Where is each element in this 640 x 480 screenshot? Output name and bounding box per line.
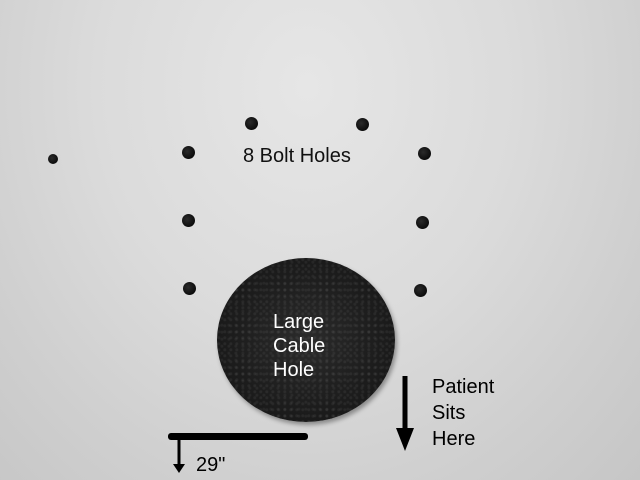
reference-edge-bar bbox=[168, 433, 308, 440]
bolt-hole bbox=[183, 282, 196, 295]
down-arrow-icon bbox=[173, 440, 185, 473]
bolt-hole bbox=[418, 147, 431, 160]
cable-hole bbox=[217, 258, 395, 422]
cable-hole-label: Large Cable Hole bbox=[273, 310, 383, 382]
bolt-hole bbox=[182, 214, 195, 227]
patient-label-line: Sits bbox=[432, 402, 466, 424]
patient-label: Patient Sits Here bbox=[432, 374, 494, 452]
down-arrow-icon bbox=[396, 376, 414, 451]
patient-label-line: Here bbox=[432, 428, 476, 450]
patient-label-line: Patient bbox=[432, 376, 495, 398]
bolt-holes-label: 8 Bolt Holes bbox=[243, 145, 351, 167]
bolt-hole bbox=[245, 117, 258, 130]
stray-hole bbox=[48, 154, 58, 164]
cable-hole-label-line: Hole bbox=[273, 359, 315, 381]
bolt-hole bbox=[182, 146, 195, 159]
bolt-hole bbox=[414, 284, 427, 297]
cable-hole-label-line: Cable bbox=[273, 335, 326, 357]
cable-hole-label-line: Large bbox=[273, 311, 325, 333]
bolt-hole bbox=[416, 216, 429, 229]
bolt-hole bbox=[356, 118, 369, 131]
measurement-label: 29" bbox=[196, 454, 226, 476]
